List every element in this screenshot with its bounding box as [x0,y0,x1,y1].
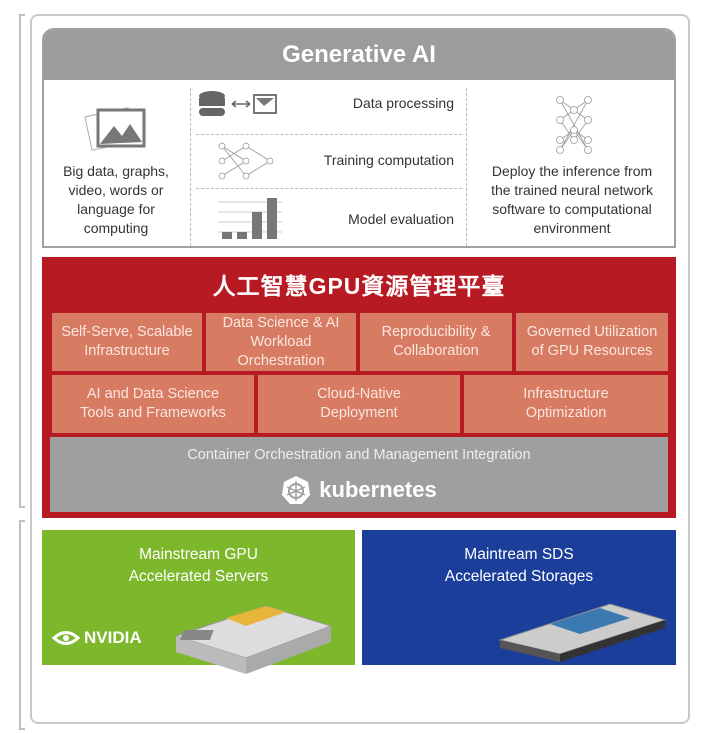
text-line: Infrastructure [523,386,609,402]
text-line: Orchestration [237,352,325,369]
text-line: Infrastructure [84,343,170,359]
kubernetes-wordmark: kubernetes [319,477,437,502]
text-line: of GPU Resources [531,343,653,359]
software-bracket [19,14,25,508]
text-line: Accelerated Storages [444,568,594,585]
feature-gpu-utilization: Governed Utilization of GPU Resources [516,313,668,371]
text-line: Governed Utilization [526,324,658,340]
step-model-evaluation: Model evaluation [348,211,454,227]
kubernetes-wheel-icon [282,476,311,504]
sds-storage-title: Maintream SDS Accelerated Storages [362,544,676,588]
divider [196,188,462,189]
text-line: Optimization [525,405,607,421]
text-line: the trained neural network [491,182,653,198]
text-line: video, words or [68,182,164,198]
text-line: environment [533,220,611,236]
text-line: Accelerated Servers [128,568,269,585]
text-line: Mainstream GPU [139,546,258,563]
gpu-servers-title: Mainstream GPU Accelerated Servers [42,544,355,588]
text-line: Self-Serve, Scalable [61,324,193,340]
text-line: Deploy the inference from [491,163,653,179]
text-line: software to computational [492,201,652,217]
step-data-processing: Data processing [352,95,454,111]
divider [190,88,191,246]
generative-ai-panel: Generative AI Big data, graphs, video, w… [42,28,676,248]
nvidia-wordmark: NVIDIA [84,628,142,647]
divider [466,88,467,246]
text-line: Maintream SDS [464,546,574,563]
feature-reproducibility: Reproducibility & Collaboration [360,313,512,371]
text-line: language for [77,201,155,217]
text-line: Workload [250,333,312,350]
database-image-icon [199,91,277,116]
text-line: Deployment [320,405,398,421]
step-training-computation: Training computation [323,152,454,168]
deploy-description: Deploy the inference from the trained ne… [472,162,672,238]
storage-server-image [498,603,667,662]
sds-storage-panel: Maintream SDS Accelerated Storages [362,530,676,665]
hardware-bracket [19,520,25,730]
kubernetes-logo: kubernetes [50,475,668,505]
gpu-servers-panel: Mainstream GPU Accelerated Servers NVIDIA [42,530,355,674]
text-line: computing [83,220,149,236]
text-line: Big data, graphs, [63,163,169,179]
inference-network-icon [556,96,592,154]
gpu-server-image [174,605,333,674]
bar-chart-icon [218,198,282,239]
platform-title: 人工智慧GPU資源管理平臺 [212,273,506,299]
text-line: Data Science & AI [222,314,340,331]
nvidia-eye-icon [52,631,80,645]
outer-frame [30,14,690,724]
text-line: Cloud-Native [317,386,401,402]
input-description: Big data, graphs, video, words or langua… [46,162,186,238]
nvidia-logo: NVIDIA [52,628,142,648]
text-line: Reproducibility & [381,324,491,340]
images-icon [84,107,146,151]
divider [196,134,462,135]
text-line: AI and Data Science [86,386,220,402]
container-orchestration-layer: Container Orchestration and Management I… [50,437,668,512]
neural-network-icon [218,142,274,180]
text-line: Tools and Frameworks [80,405,226,421]
generative-ai-title: Generative AI [44,30,674,80]
container-text: Container Orchestration and Management I… [187,447,531,463]
text-line: Collaboration [393,343,479,359]
